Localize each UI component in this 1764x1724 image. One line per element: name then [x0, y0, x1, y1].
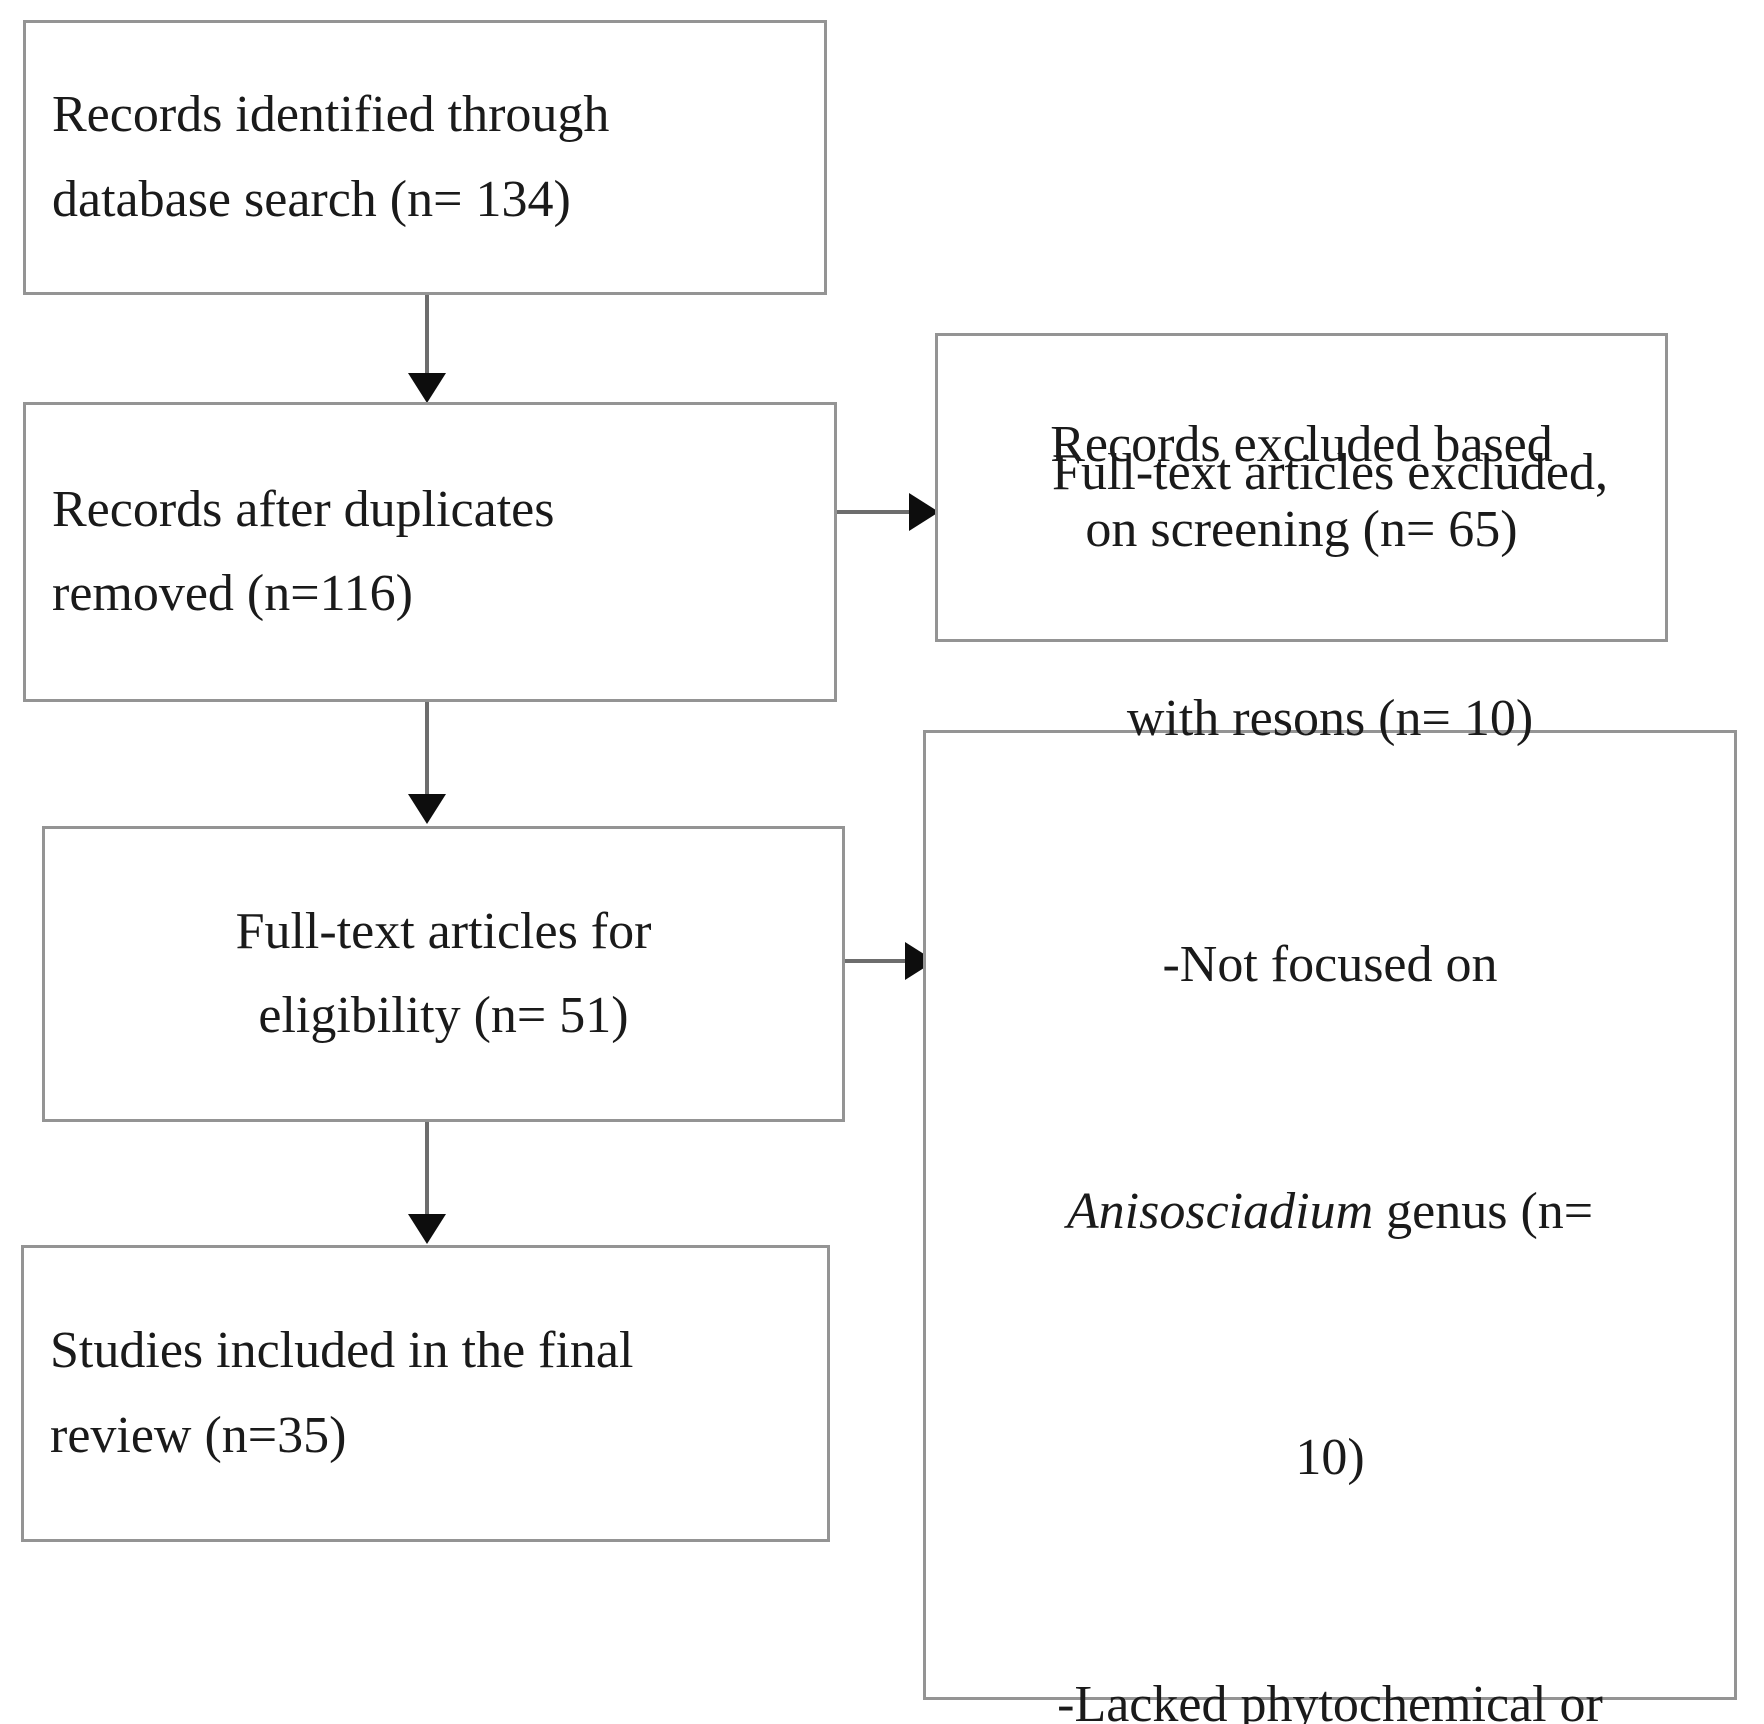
excluded-line-2: with resons (n= 10) — [1126, 689, 1534, 747]
excluded-line-3: -Not focused on — [1162, 936, 1498, 994]
arrow-stem — [837, 510, 915, 514]
arrow-stem — [425, 1122, 429, 1220]
arrow-duplicates-to-fulltext — [408, 702, 465, 830]
node-records-identified: Records identified through database sear… — [23, 20, 827, 295]
arrow-identified-to-duplicates — [408, 295, 465, 405]
node-fulltext-eligibility: Full-text articles for eligibility (n= 5… — [42, 826, 845, 1122]
node-fulltext-excluded-reasons-label: Full-text articles excluded, with resons… — [926, 267, 1734, 1724]
arrowhead-down-icon — [408, 1214, 446, 1244]
arrowhead-down-icon — [408, 794, 446, 824]
node-records-identified-label: Records identified through database sear… — [52, 86, 610, 228]
node-studies-included: Studies included in the final review (n=… — [21, 1245, 830, 1542]
node-studies-included-label: Studies included in the final review (n=… — [50, 1322, 634, 1464]
arrow-duplicates-to-excluded-screening — [837, 493, 941, 550]
node-records-excluded-screening: Records excluded based on screening (n= … — [935, 333, 1668, 642]
excluded-line-5: 10) — [1295, 1429, 1365, 1487]
excluded-line-1: Full-text articles excluded, — [1052, 443, 1608, 501]
arrowhead-right-icon — [909, 493, 939, 531]
arrow-stem — [845, 959, 911, 963]
genus-name: Anisosciadium — [1066, 1182, 1374, 1240]
arrow-stem — [425, 702, 429, 800]
excluded-line-4-rest: genus (n= — [1373, 1182, 1594, 1240]
node-records-after-duplicates-label: Records after duplicates removed (n=116) — [52, 480, 555, 622]
node-fulltext-eligibility-label: Full-text articles for eligibility (n= 5… — [235, 902, 652, 1044]
node-records-after-duplicates: Records after duplicates removed (n=116) — [23, 402, 837, 702]
node-records-excluded-screening-label: Records excluded based on screening (n= … — [1050, 416, 1553, 558]
arrow-stem — [425, 295, 429, 379]
excluded-line-6: -Lacked phytochemical or — [1057, 1675, 1603, 1724]
excluded-line-4: Anisosciadium genus (n= — [946, 1171, 1714, 1253]
arrowhead-down-icon — [408, 373, 446, 403]
node-fulltext-excluded-reasons: Full-text articles excluded, with resons… — [923, 444, 1737, 1724]
arrow-fulltext-to-included — [408, 1122, 465, 1250]
